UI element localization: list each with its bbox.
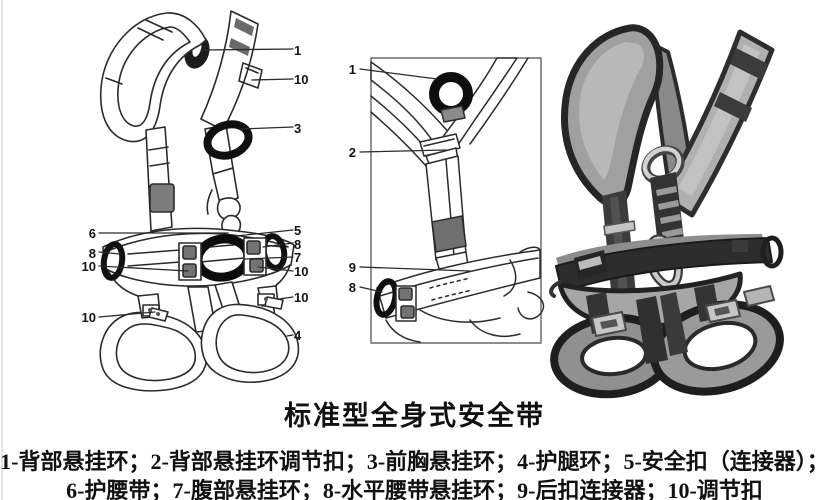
leader-lines-back <box>359 68 471 293</box>
web-buckle <box>249 258 264 273</box>
web-buckle <box>400 305 415 319</box>
legend-line-2: 6-护腰带；7-腹部悬挂环；8-水平腰带悬挂环；9-后扣连接器；10-调节扣 <box>66 478 763 500</box>
callout-label: 2 <box>348 145 356 160</box>
harness-photo <box>549 24 784 399</box>
callout-label: 7 <box>294 250 302 265</box>
waist-belt-back <box>376 249 541 319</box>
leader-lines-front <box>98 48 294 337</box>
adjuster-patch <box>149 183 175 213</box>
scan-edge-line <box>1 0 3 500</box>
photo-leg-loop-right <box>650 300 784 396</box>
photo-side-d-ring <box>760 235 784 269</box>
harness-line-drawing-back-detail <box>359 57 545 344</box>
photo-shoulder-strap-right <box>659 29 775 218</box>
callout-label: 8 <box>294 237 302 252</box>
callout-label: 6 <box>88 226 96 241</box>
back-d-ring-detail <box>429 72 473 123</box>
callout-label: 8 <box>88 246 96 261</box>
web-buckle <box>182 245 197 260</box>
side-d-ring-left <box>100 241 126 281</box>
callout-label: 9 <box>348 260 356 275</box>
callout-label: 10 <box>294 290 309 305</box>
adjuster-buckle-shoulder <box>238 62 263 89</box>
callout-label: 1 <box>294 43 302 58</box>
callout-label: 10 <box>81 259 96 274</box>
web-buckle <box>246 240 261 255</box>
photo-adjuster-strap <box>650 172 684 246</box>
shoulder-pad-left <box>99 12 207 143</box>
callout-label: 10 <box>294 264 309 279</box>
chest-d-ring <box>203 120 253 160</box>
harness-line-drawing-front <box>98 10 300 392</box>
photo-leg-loop-left <box>550 313 674 399</box>
callout-label: 8 <box>348 280 356 295</box>
callout-label: 1 <box>348 62 356 77</box>
callout-label: 10 <box>294 72 309 87</box>
callout-label: 5 <box>294 223 302 238</box>
legend-line-1: 1-背部悬挂环；2-背部悬挂环调节扣；3-前胸悬挂环；4-护腿环；5-安全扣（连… <box>0 449 829 474</box>
callout-label: 4 <box>294 328 302 343</box>
leg-buckle-left <box>142 304 169 322</box>
adjuster-patch-back <box>431 215 467 253</box>
photo-leg-straps <box>586 284 775 364</box>
figure-title: 标准型全身式安全带 <box>284 401 545 431</box>
callout-label: 10 <box>81 310 96 325</box>
side-d-ring-back <box>373 278 399 318</box>
web-buckle <box>398 287 413 301</box>
leg-buckle-right <box>257 293 284 310</box>
callout-label: 3 <box>294 121 302 136</box>
